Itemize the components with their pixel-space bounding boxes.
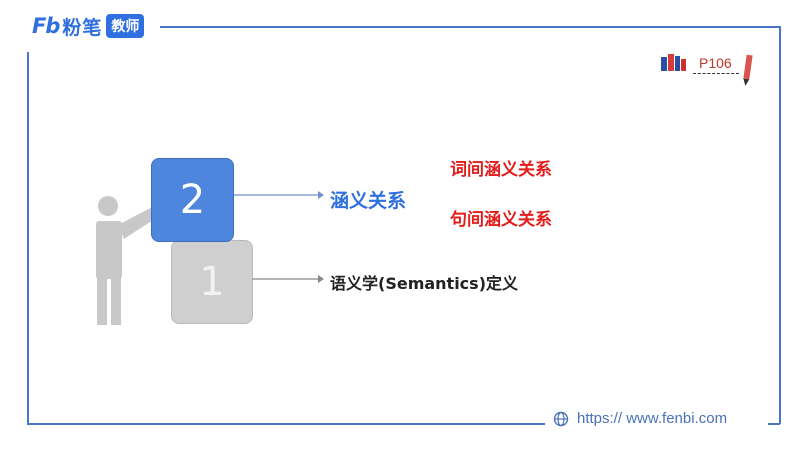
footer: https:// www.fenbi.com <box>553 410 727 427</box>
frame-top-line <box>160 26 781 28</box>
arrow-to-main-topic <box>234 191 324 199</box>
globe-icon <box>553 411 569 426</box>
brand-mark: Fb <box>32 14 60 38</box>
arrow-to-definition <box>252 275 324 283</box>
main-topic: 涵义关系 <box>330 190 407 212</box>
frame-left-line <box>27 52 29 423</box>
brand-badge: 教师 <box>106 14 145 38</box>
page-number-underline <box>693 73 739 74</box>
block-lower-number: 1 <box>199 259 225 305</box>
block-upper: 2 <box>151 158 234 242</box>
frame-right-line <box>779 26 781 424</box>
pencil-icon <box>743 54 753 86</box>
sub-topic-sentence-sense: 句间涵义关系 <box>450 210 552 230</box>
brand-name: 粉笔 <box>62 16 103 39</box>
page-number: P106 <box>699 55 732 71</box>
brand-logo: Fb 粉笔 教师 <box>32 13 145 39</box>
sub-topic-word-sense: 词间涵义关系 <box>450 160 552 180</box>
books-icon <box>661 54 686 71</box>
block-upper-number: 2 <box>179 177 206 223</box>
frame-bottom-line <box>27 423 545 425</box>
block-lower: 1 <box>171 240 253 324</box>
definition-text: 语义学(Semantics)定义 <box>330 274 519 293</box>
footer-url[interactable]: https:// www.fenbi.com <box>577 410 728 427</box>
frame-bottom-right-line <box>768 423 780 425</box>
